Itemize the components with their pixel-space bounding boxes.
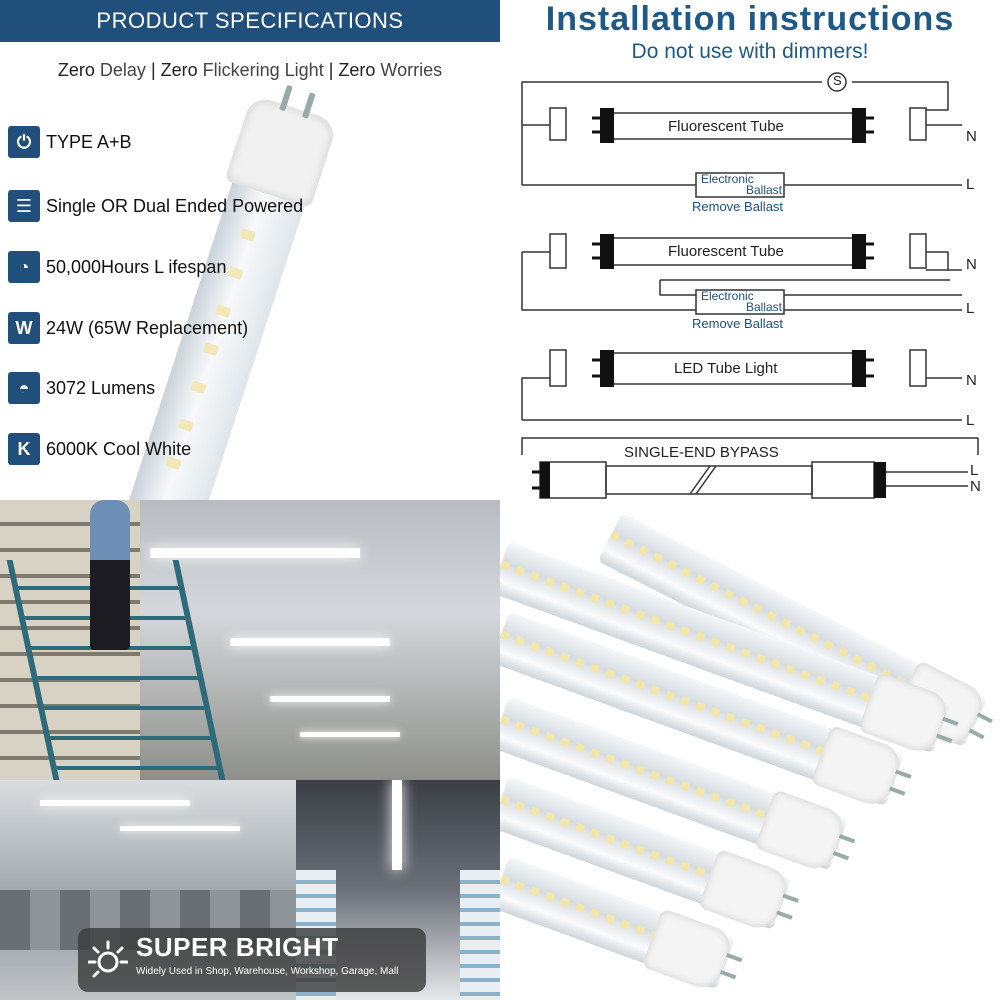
ceiling-light: [270, 696, 390, 702]
bypass-live-label: L: [970, 462, 979, 479]
worker-figure: [90, 500, 130, 650]
neutral-label-3: N: [966, 372, 977, 389]
store-shelf: [460, 870, 500, 1000]
spec-wattage: W 24W (65W Replacement): [8, 312, 248, 344]
fluorescent-tube-label-1: Fluorescent Tube: [668, 118, 784, 135]
tube-end-cap: [698, 848, 793, 934]
spec-color-temp: K 6000K Cool White: [8, 433, 191, 465]
dimmer-warning: Do not use with dimmers!: [631, 40, 869, 63]
tagline-zero-2: Zero: [160, 60, 198, 80]
spec-color-temp-text: 6000K Cool White: [46, 438, 192, 459]
kelvin-icon: K: [8, 433, 40, 465]
live-label-3: L: [966, 412, 975, 429]
installation-instructions-panel: Installation instructions Do not use wit…: [500, 0, 1000, 500]
wiring-diagram: [521, 72, 979, 499]
single-end-bypass-label: SINGLE-END BYPASS: [622, 444, 781, 461]
tagline-delay: Delay: [94, 60, 146, 80]
ceiling-light: [230, 638, 390, 646]
specifications-banner: PRODUCT SPECIFICATIONS: [0, 0, 500, 42]
tagline-zero-3: Zero: [338, 60, 376, 80]
plug-icon: ⏻: [8, 126, 40, 158]
electronic-label-2: Electronic: [701, 289, 754, 303]
tagline-zero-1: Zero: [57, 60, 95, 80]
spec-lifespan-text: 50,000Hours L ifespan: [46, 256, 227, 277]
usage-subtitle: Widely Used in Shop, Warehouse, Workshop…: [136, 966, 399, 977]
switch-label: S: [833, 73, 842, 88]
ballast-label-1: Ballast: [746, 183, 783, 197]
spec-type-text: TYPE A+B: [46, 131, 132, 152]
tagline-sep-1: |: [145, 60, 161, 80]
spec-powered: ☰ Single OR Dual Ended Powered: [8, 190, 303, 222]
bypass-neutral-label: N: [970, 478, 981, 495]
spec-type: ⏻ TYPE A+B: [8, 126, 132, 158]
ceiling-light: [40, 800, 190, 806]
ceiling-light: [120, 826, 240, 831]
installation-title: Installation instructions: [545, 0, 955, 38]
tube-end-cap: [641, 908, 737, 994]
spec-lumens: ◓ 3072 Lumens: [8, 372, 155, 404]
fluorescent-tube-label-2: Fluorescent Tube: [668, 243, 784, 260]
tube-end-cap: [754, 789, 849, 875]
product-specifications-panel: PRODUCT SPECIFICATIONS Zero Delay | Zero…: [0, 0, 500, 500]
electronic-label-1: Electronic: [701, 172, 754, 186]
switch-icon: [827, 72, 847, 92]
live-label-1: L: [966, 176, 975, 193]
remove-ballast-label-2: Remove Ballast: [692, 316, 784, 331]
neutral-label-1: N: [966, 128, 977, 145]
lamp-icon: ◓: [8, 372, 40, 404]
tagline-sep-2: |: [323, 60, 339, 80]
spec-wattage-text: 24W (65W Replacement): [46, 317, 249, 338]
super-bright-banner: SUPER BRIGHT Widely Used in Shop, Wareho…: [78, 928, 426, 992]
ceiling-light: [300, 732, 400, 737]
ceiling-light: [150, 548, 360, 558]
ballast-label-2: Ballast: [746, 300, 783, 314]
sliders-icon: ☰: [8, 190, 40, 222]
tagline-flicker: Flickering Light: [197, 60, 324, 80]
ceiling-light: [392, 780, 402, 870]
bright-light-icon: [88, 940, 128, 978]
led-tube-label: LED Tube Light: [674, 360, 778, 377]
tube-stack-photo: [500, 500, 1000, 1000]
super-bright-title: SUPER BRIGHT: [136, 932, 339, 962]
live-label-2: L: [966, 300, 975, 317]
spec-lumens-text: 3072 Lumens: [46, 377, 156, 398]
spec-lifespan: ◔ 50,000Hours L ifespan: [8, 251, 226, 283]
remove-ballast-label-1: Remove Ballast: [692, 199, 784, 214]
spec-powered-text: Single OR Dual Ended Powered: [46, 195, 304, 216]
neutral-label-2: N: [966, 256, 977, 273]
tagline: Zero Delay | Zero Flickering Light | Zer…: [0, 60, 500, 81]
tagline-worries: Worries: [375, 60, 443, 80]
clock-icon: ◔: [8, 251, 40, 283]
watt-icon: W: [8, 312, 40, 344]
warehouse-photo: [0, 500, 500, 780]
